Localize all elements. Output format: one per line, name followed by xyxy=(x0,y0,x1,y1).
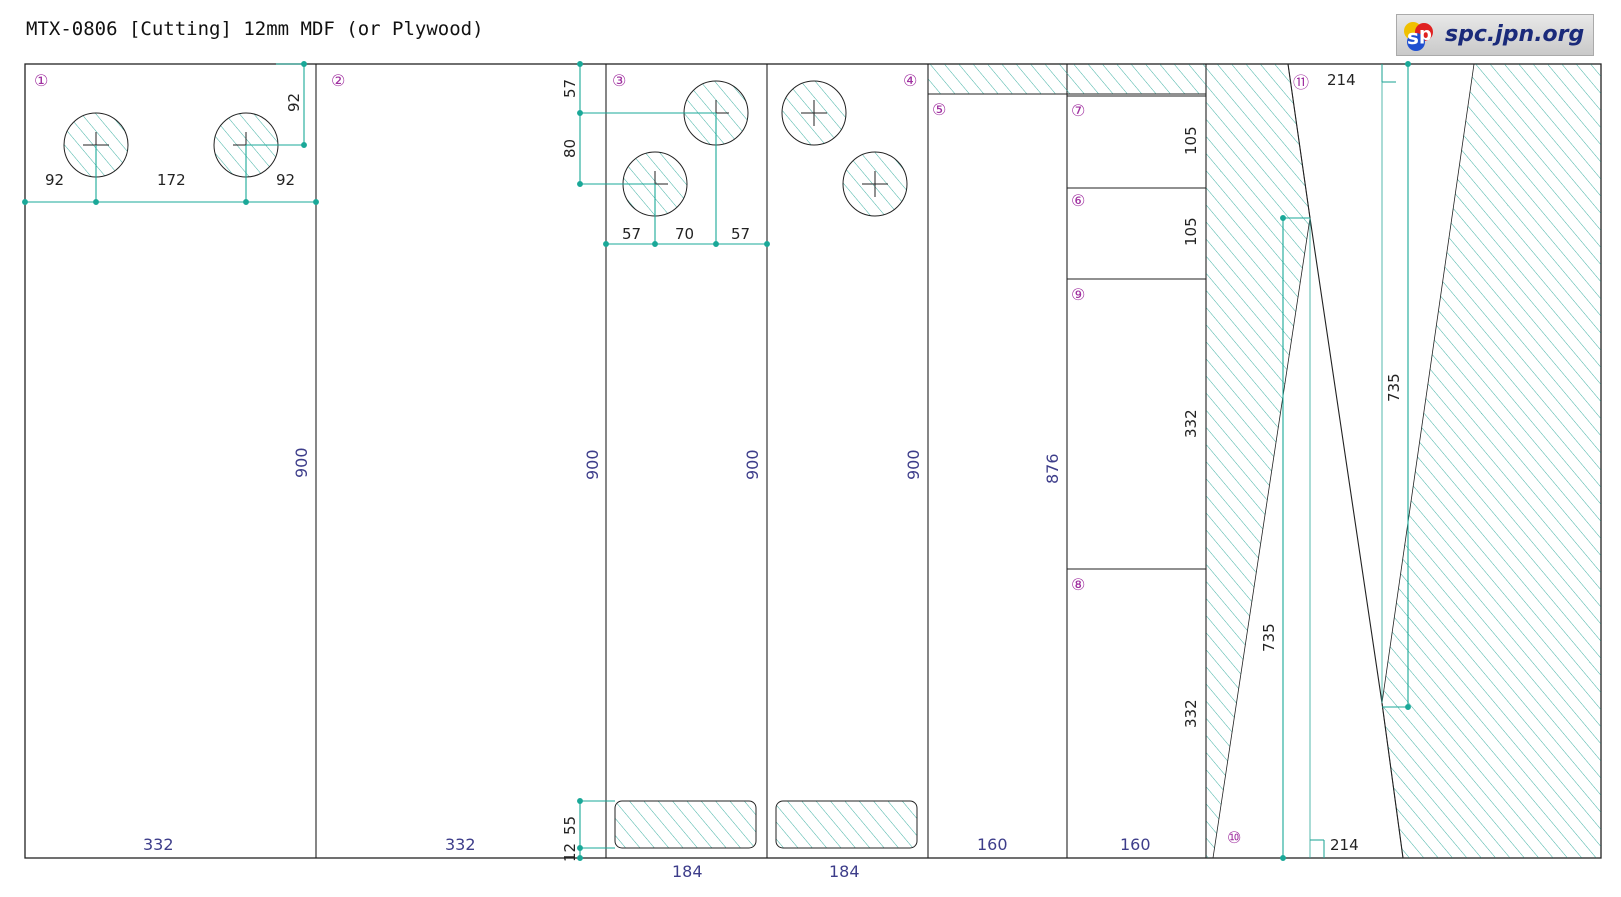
dim-p10-bottom-width: 214 xyxy=(1330,836,1359,854)
svg-text:s: s xyxy=(1407,25,1419,49)
piece-labels: ① ② ③ ④ ⑤ ⑥ ⑦ ⑧ ⑨ ⑩ ⑪ xyxy=(34,71,1309,847)
piece-id-9: ⑨ xyxy=(1071,285,1085,304)
piece-id-2: ② xyxy=(331,71,345,90)
waste-right-wedge xyxy=(1381,63,1602,859)
speaker-holes xyxy=(63,80,918,849)
piece-id-5: ⑤ xyxy=(932,100,946,119)
dim-p1-height: 900 xyxy=(292,447,311,478)
dim-p8-height: 332 xyxy=(1182,699,1200,728)
dim-p9-height: 332 xyxy=(1182,409,1200,438)
waste-areas xyxy=(927,63,1602,859)
dim-p4-width: 184 xyxy=(829,862,860,881)
piece-id-1: ① xyxy=(34,71,48,90)
dim-p11-length: 735 xyxy=(1385,373,1403,402)
piece-id-7: ⑦ xyxy=(1071,101,1085,120)
dim-p1-hole-mid: 172 xyxy=(157,171,186,189)
drawing-title: MTX-0806 [Cutting] 12mm MDF (or Plywood) xyxy=(26,18,484,40)
dim-p3-hole-left: 57 xyxy=(622,225,641,243)
piece-id-11: ⑪ xyxy=(1293,73,1309,92)
dim-p3-hole-step: 80 xyxy=(561,139,579,158)
port-slot-p4 xyxy=(775,800,918,849)
piece-id-6: ⑥ xyxy=(1071,191,1085,210)
dim-p8-width: 160 xyxy=(1120,835,1151,854)
site-logo[interactable]: s p spc.jpn.org xyxy=(1396,14,1594,56)
taper-cut-line xyxy=(1287,63,1404,859)
waste-left-wedge xyxy=(1205,63,1311,859)
dim-p5-width: 160 xyxy=(977,835,1008,854)
dim-p11-top-width: 214 xyxy=(1327,71,1356,89)
dim-p3-height: 900 xyxy=(743,449,762,480)
dim-p4-height: 900 xyxy=(904,449,923,480)
dim-p10-length: 735 xyxy=(1260,623,1278,652)
panel-dimensions: 332 900 332 900 184 900 184 900 160 876 … xyxy=(143,447,1151,881)
dimension-lines xyxy=(22,61,1411,861)
dim-p3-hole-mid: 70 xyxy=(675,225,694,243)
logo-text: spc.jpn.org xyxy=(1445,22,1585,47)
dim-p3-width: 184 xyxy=(672,862,703,881)
svg-text:p: p xyxy=(1419,24,1432,45)
piece-id-10: ⑩ xyxy=(1227,828,1241,847)
waste-strip-top xyxy=(927,63,1207,95)
dim-p3-hole-right: 57 xyxy=(731,225,750,243)
dim-p1-hole-left: 92 xyxy=(45,171,64,189)
dim-p7-height: 105 xyxy=(1182,126,1200,155)
dim-slot-gap: 12 xyxy=(561,843,579,862)
dim-slot-height: 55 xyxy=(561,816,579,835)
hole-p4-upper xyxy=(781,80,847,146)
piece-id-3: ③ xyxy=(612,71,626,90)
dimension-values: 92 92 172 92 57 80 57 70 57 55 12 105 10… xyxy=(45,71,1403,862)
sp-logo-icon: s p xyxy=(1404,22,1433,51)
dim-p2-width: 332 xyxy=(445,835,476,854)
dim-p3-hole-top: 57 xyxy=(561,79,579,98)
port-slot-p3 xyxy=(614,800,757,849)
dim-p5-height: 876 xyxy=(1043,453,1062,484)
dim-p1-hole-top: 92 xyxy=(285,93,303,112)
hole-p4-lower xyxy=(842,151,908,217)
piece-id-4: ④ xyxy=(903,71,917,90)
board-outline xyxy=(24,63,1602,859)
dim-p1-hole-right: 92 xyxy=(276,171,295,189)
piece-id-8: ⑧ xyxy=(1071,575,1085,594)
dim-p6-height: 105 xyxy=(1182,217,1200,246)
dim-p1-width: 332 xyxy=(143,835,174,854)
dim-p2-height: 900 xyxy=(583,449,602,480)
